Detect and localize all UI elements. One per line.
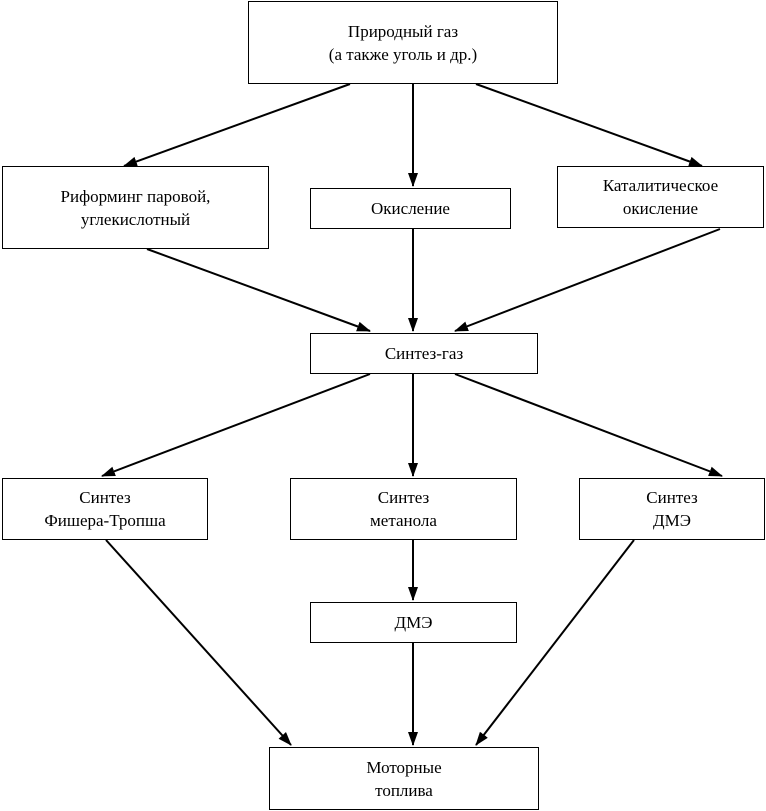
node-dme-line1: ДМЭ	[394, 613, 433, 632]
node-reforming-line2: углекислотный	[80, 209, 191, 229]
node-dme-synthesis-line1: Синтез	[646, 488, 698, 507]
node-catalytic-oxidation-line1: Каталитическое	[602, 176, 719, 195]
arrow-natural-gas-to-catalytic	[475, 83, 703, 167]
node-motor-fuels-line2: топлива	[375, 780, 433, 800]
node-motor-fuels: Моторные топлива	[269, 747, 539, 810]
node-ft-synthesis-line2: Фишера-Тропша	[44, 511, 166, 530]
node-methanol-synthesis-line2: метанола	[370, 511, 437, 530]
arrow-syngas-to-dme-synthesis	[454, 373, 723, 477]
node-reforming: Риформинг паровой, углекислотный	[2, 166, 269, 249]
node-methanol-synthesis-line1: Синтез	[377, 488, 430, 507]
arrow-natural-gas-to-reforming	[123, 83, 351, 167]
node-dme: ДМЭ	[310, 602, 517, 643]
node-catalytic-oxidation-line2: окисление	[622, 199, 699, 218]
node-ft-synthesis-line1: Синтез	[79, 488, 131, 507]
node-ft-synthesis: Синтез Фишера-Тропша	[2, 478, 208, 540]
node-methanol-synthesis: Синтез метанола	[290, 478, 517, 540]
node-natural-gas: Природный газ (а также уголь и др.)	[248, 1, 558, 84]
node-catalytic-oxidation: Каталитическое окисление	[557, 166, 764, 228]
node-syngas-line1: Синтез-газ	[384, 344, 464, 363]
arrow-dme-synthesis-to-motor-fuels	[475, 539, 635, 746]
arrow-ft-synthesis-to-motor-fuels	[105, 539, 292, 746]
node-reforming-line1: Риформинг паровой,	[60, 186, 211, 206]
arrow-reforming-to-syngas	[146, 248, 371, 332]
arrow-catalytic-to-syngas	[454, 228, 721, 332]
node-natural-gas-line2: (а также уголь и др.)	[328, 44, 478, 64]
node-dme-synthesis-line2: ДМЭ	[653, 511, 691, 530]
node-dme-synthesis: Синтез ДМЭ	[579, 478, 765, 540]
node-motor-fuels-line1: Моторные	[366, 757, 442, 777]
node-syngas: Синтез-газ	[310, 333, 538, 374]
arrow-syngas-to-ft-synthesis	[101, 373, 371, 477]
node-oxidation-line1: Окисление	[371, 199, 450, 218]
node-natural-gas-line1: Природный газ	[347, 21, 459, 41]
node-oxidation: Окисление	[310, 188, 511, 229]
